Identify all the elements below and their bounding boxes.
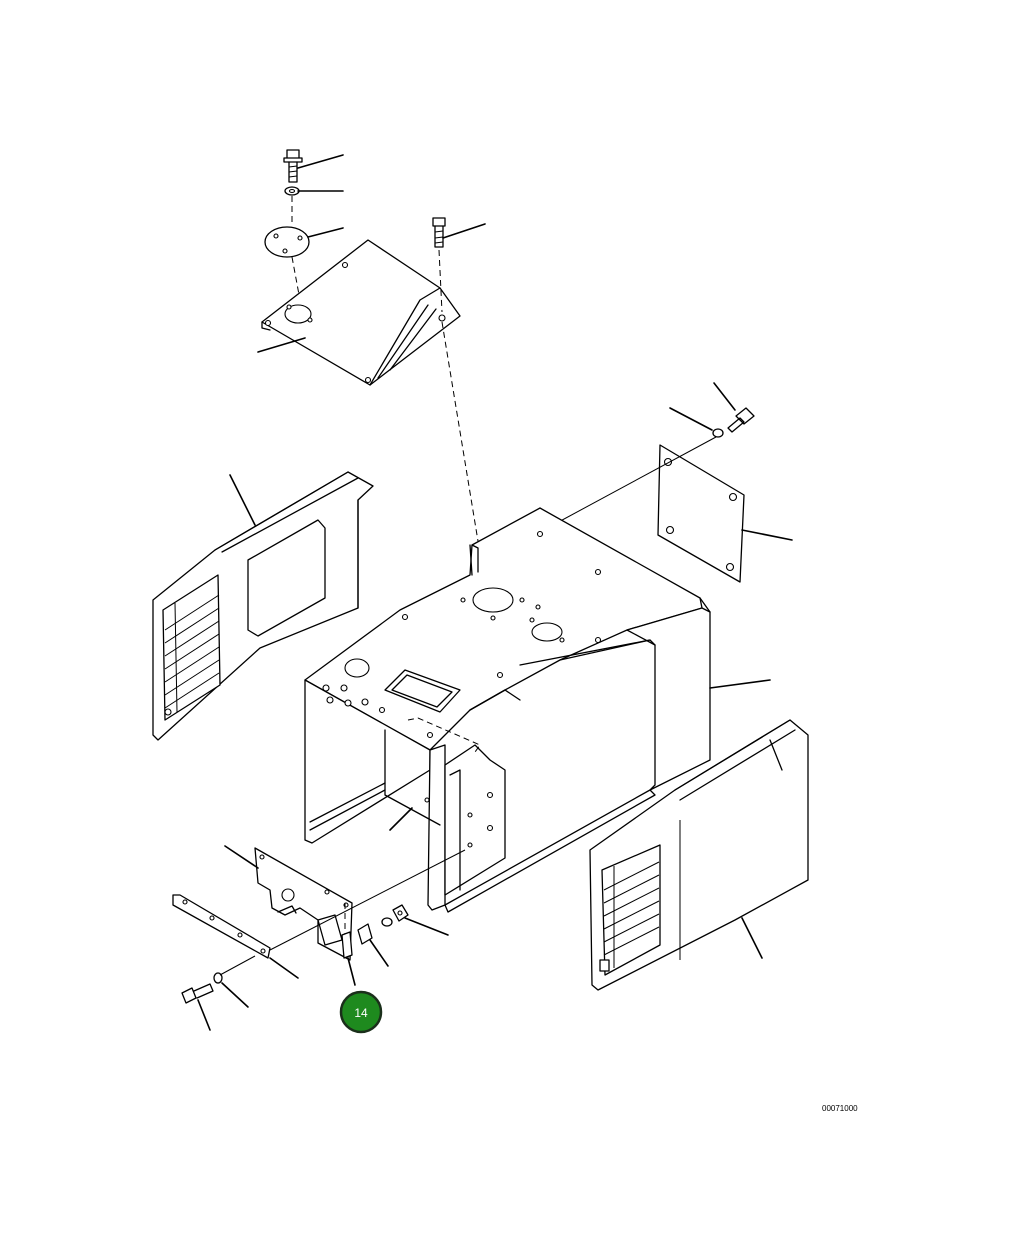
top-bolt <box>283 149 303 183</box>
mounting-strip <box>172 894 271 959</box>
top-cover-plate <box>261 239 461 386</box>
lower-bolt <box>181 972 223 1004</box>
right-side-door <box>589 719 809 991</box>
main-frame <box>304 507 711 913</box>
side-plate-bolt <box>712 407 755 438</box>
left-side-door <box>152 471 374 741</box>
cover-bolt <box>432 217 446 248</box>
round-cover-plate <box>264 226 310 258</box>
callout-14[interactable]: 14 <box>339 990 383 1034</box>
drawing-number: 00071000 <box>822 1104 858 1113</box>
leader-lines <box>197 154 793 1031</box>
callout-label[interactable]: 14 <box>354 1006 368 1020</box>
top-washer-hole <box>288 188 296 194</box>
bracket-clip <box>341 904 409 959</box>
callout-circle[interactable] <box>339 990 383 1034</box>
side-access-plate <box>657 444 745 583</box>
front-bracket-plate <box>254 847 353 961</box>
